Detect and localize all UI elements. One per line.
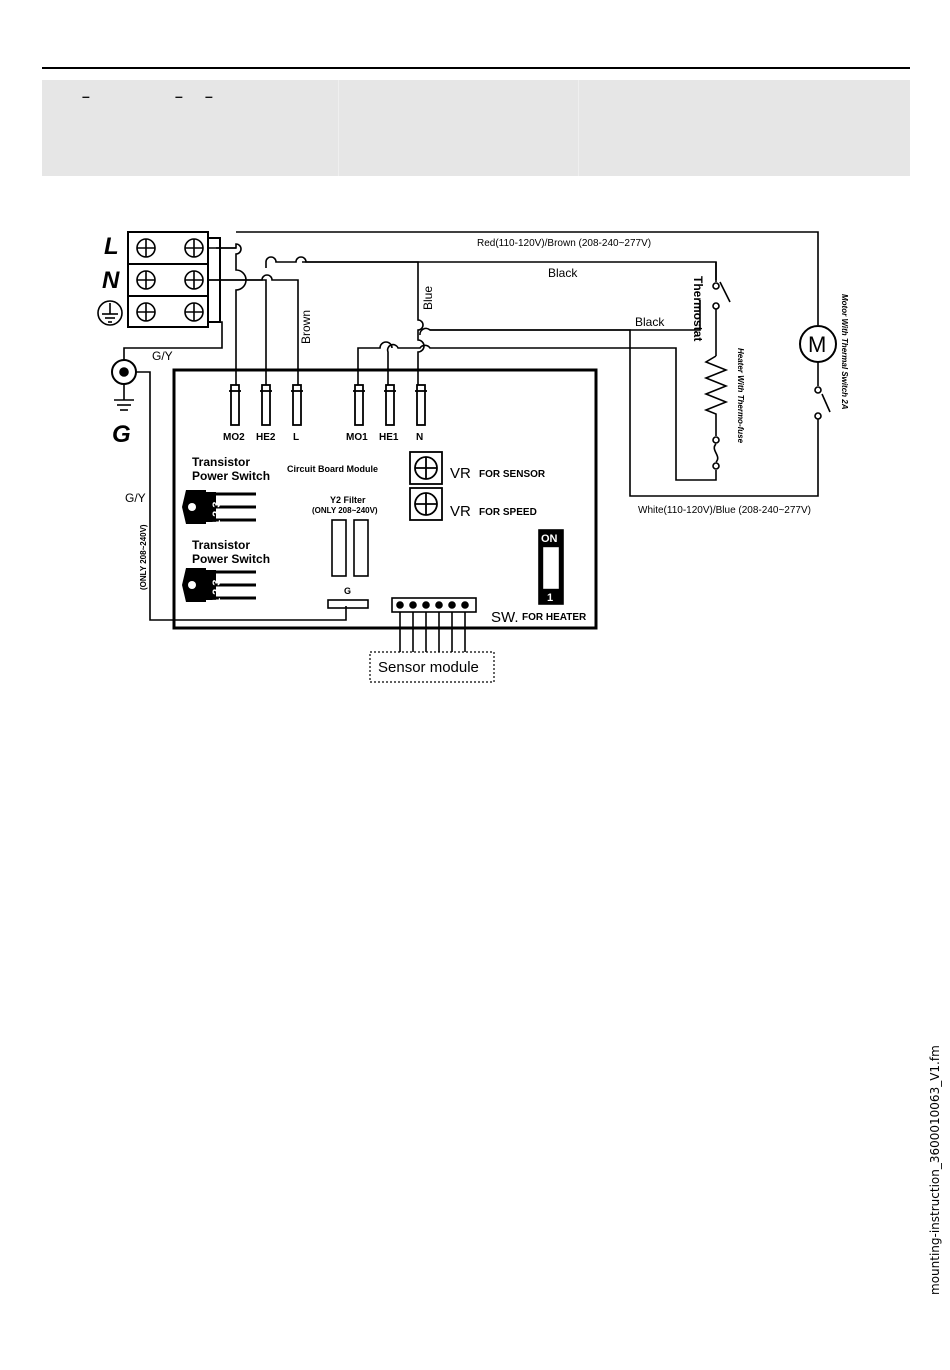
- circuit-board-module-label: Circuit Board Module: [287, 464, 378, 474]
- transistor-icon: [182, 568, 256, 602]
- header-dash: –: [82, 88, 90, 104]
- black-wire-label-1: Black: [548, 266, 578, 280]
- motor-symbol: M: [808, 332, 826, 357]
- vr-sensor-icon: [409, 451, 443, 485]
- gy-left-label: G/Y: [125, 491, 146, 505]
- sw-label: SW.: [491, 609, 519, 626]
- y2-filter-label: Y2 Filter: [330, 495, 366, 505]
- transistor-pins-1: 1 2 3: [211, 502, 223, 526]
- heater-icon: [703, 355, 729, 470]
- bottom-wire-label: White(110-120V)/Blue (208-240~277V): [638, 505, 811, 516]
- vr-label-sensor: VR: [450, 465, 471, 482]
- heater-switch: [538, 529, 564, 605]
- connectors: [229, 384, 427, 426]
- connector-label-mo2: MO2: [223, 432, 245, 443]
- brown-wire-label: Brown: [299, 310, 313, 344]
- heater-label: Heater With Thermo-fuse: [736, 348, 745, 444]
- vr-label-speed: VR: [450, 503, 471, 520]
- y2-filter: [331, 519, 369, 577]
- screw-icon: [136, 238, 204, 322]
- only-208-label: (ONLY 208~240V): [139, 524, 148, 590]
- black-wire-label-2: Black: [635, 315, 665, 329]
- vr-speed-label: FOR SPEED: [479, 507, 537, 518]
- connector-label-he1: HE1: [379, 432, 399, 443]
- motor-label: Motor With Thermal Switch 2A: [840, 294, 849, 410]
- y2-filter-note: (ONLY 208~240V): [312, 506, 378, 515]
- connector-label-mo1: MO1: [346, 432, 368, 443]
- connector-label-he2: HE2: [256, 432, 276, 443]
- connector-label-l: L: [293, 432, 299, 443]
- terminal-block: [127, 231, 221, 328]
- vr-sensor-label: FOR SENSOR: [479, 469, 546, 480]
- motor-icon: [799, 325, 837, 430]
- header-band: – – –: [42, 80, 910, 176]
- sensor-connector: [391, 597, 477, 652]
- thermostat-label: Thermostat: [691, 276, 705, 341]
- circuit-board: [172, 368, 598, 630]
- ground-label-g: G: [112, 421, 131, 448]
- header-dash: –: [175, 88, 183, 104]
- wiring-diagram: L N G G/Y Red(110-120V)/Brown (208-240~2…: [97, 231, 849, 683]
- transistor-label-2b: Power Switch: [192, 552, 270, 566]
- thermostat-icon: [712, 262, 731, 356]
- header-dash: –: [205, 88, 213, 104]
- ground-icon: [97, 300, 123, 326]
- transistor-icon: [182, 490, 256, 524]
- connector-label-n: N: [416, 432, 423, 443]
- top-rule: [42, 67, 910, 69]
- vr-speed-icon: [409, 487, 443, 521]
- transistor-pins-2: 1 2 3: [211, 580, 223, 604]
- switch-on-label: ON: [541, 533, 558, 545]
- sensor-module-box: [369, 651, 495, 683]
- ground-terminal: [111, 359, 137, 411]
- g-tab-label: G: [344, 586, 351, 596]
- footer-filename: mounting-instruction_3600010063_V1.fm: [928, 1045, 942, 1295]
- blue-wire-label: Blue: [421, 286, 435, 310]
- top-wire-label: Red(110-120V)/Brown (208-240~277V): [477, 238, 651, 249]
- terminal-label-l: L: [104, 233, 119, 260]
- sensor-module-label: Sensor module: [378, 659, 479, 676]
- gy-wire-label: G/Y: [152, 349, 173, 363]
- sw-heater-label: FOR HEATER: [522, 612, 587, 623]
- g-tab: [327, 599, 369, 609]
- switch-num-label: 1: [547, 592, 553, 604]
- transistor-label-2a: Transistor: [192, 538, 250, 552]
- terminal-label-n: N: [102, 267, 120, 294]
- transistor-label-1a: Transistor: [192, 455, 250, 469]
- transistor-label-1b: Power Switch: [192, 469, 270, 483]
